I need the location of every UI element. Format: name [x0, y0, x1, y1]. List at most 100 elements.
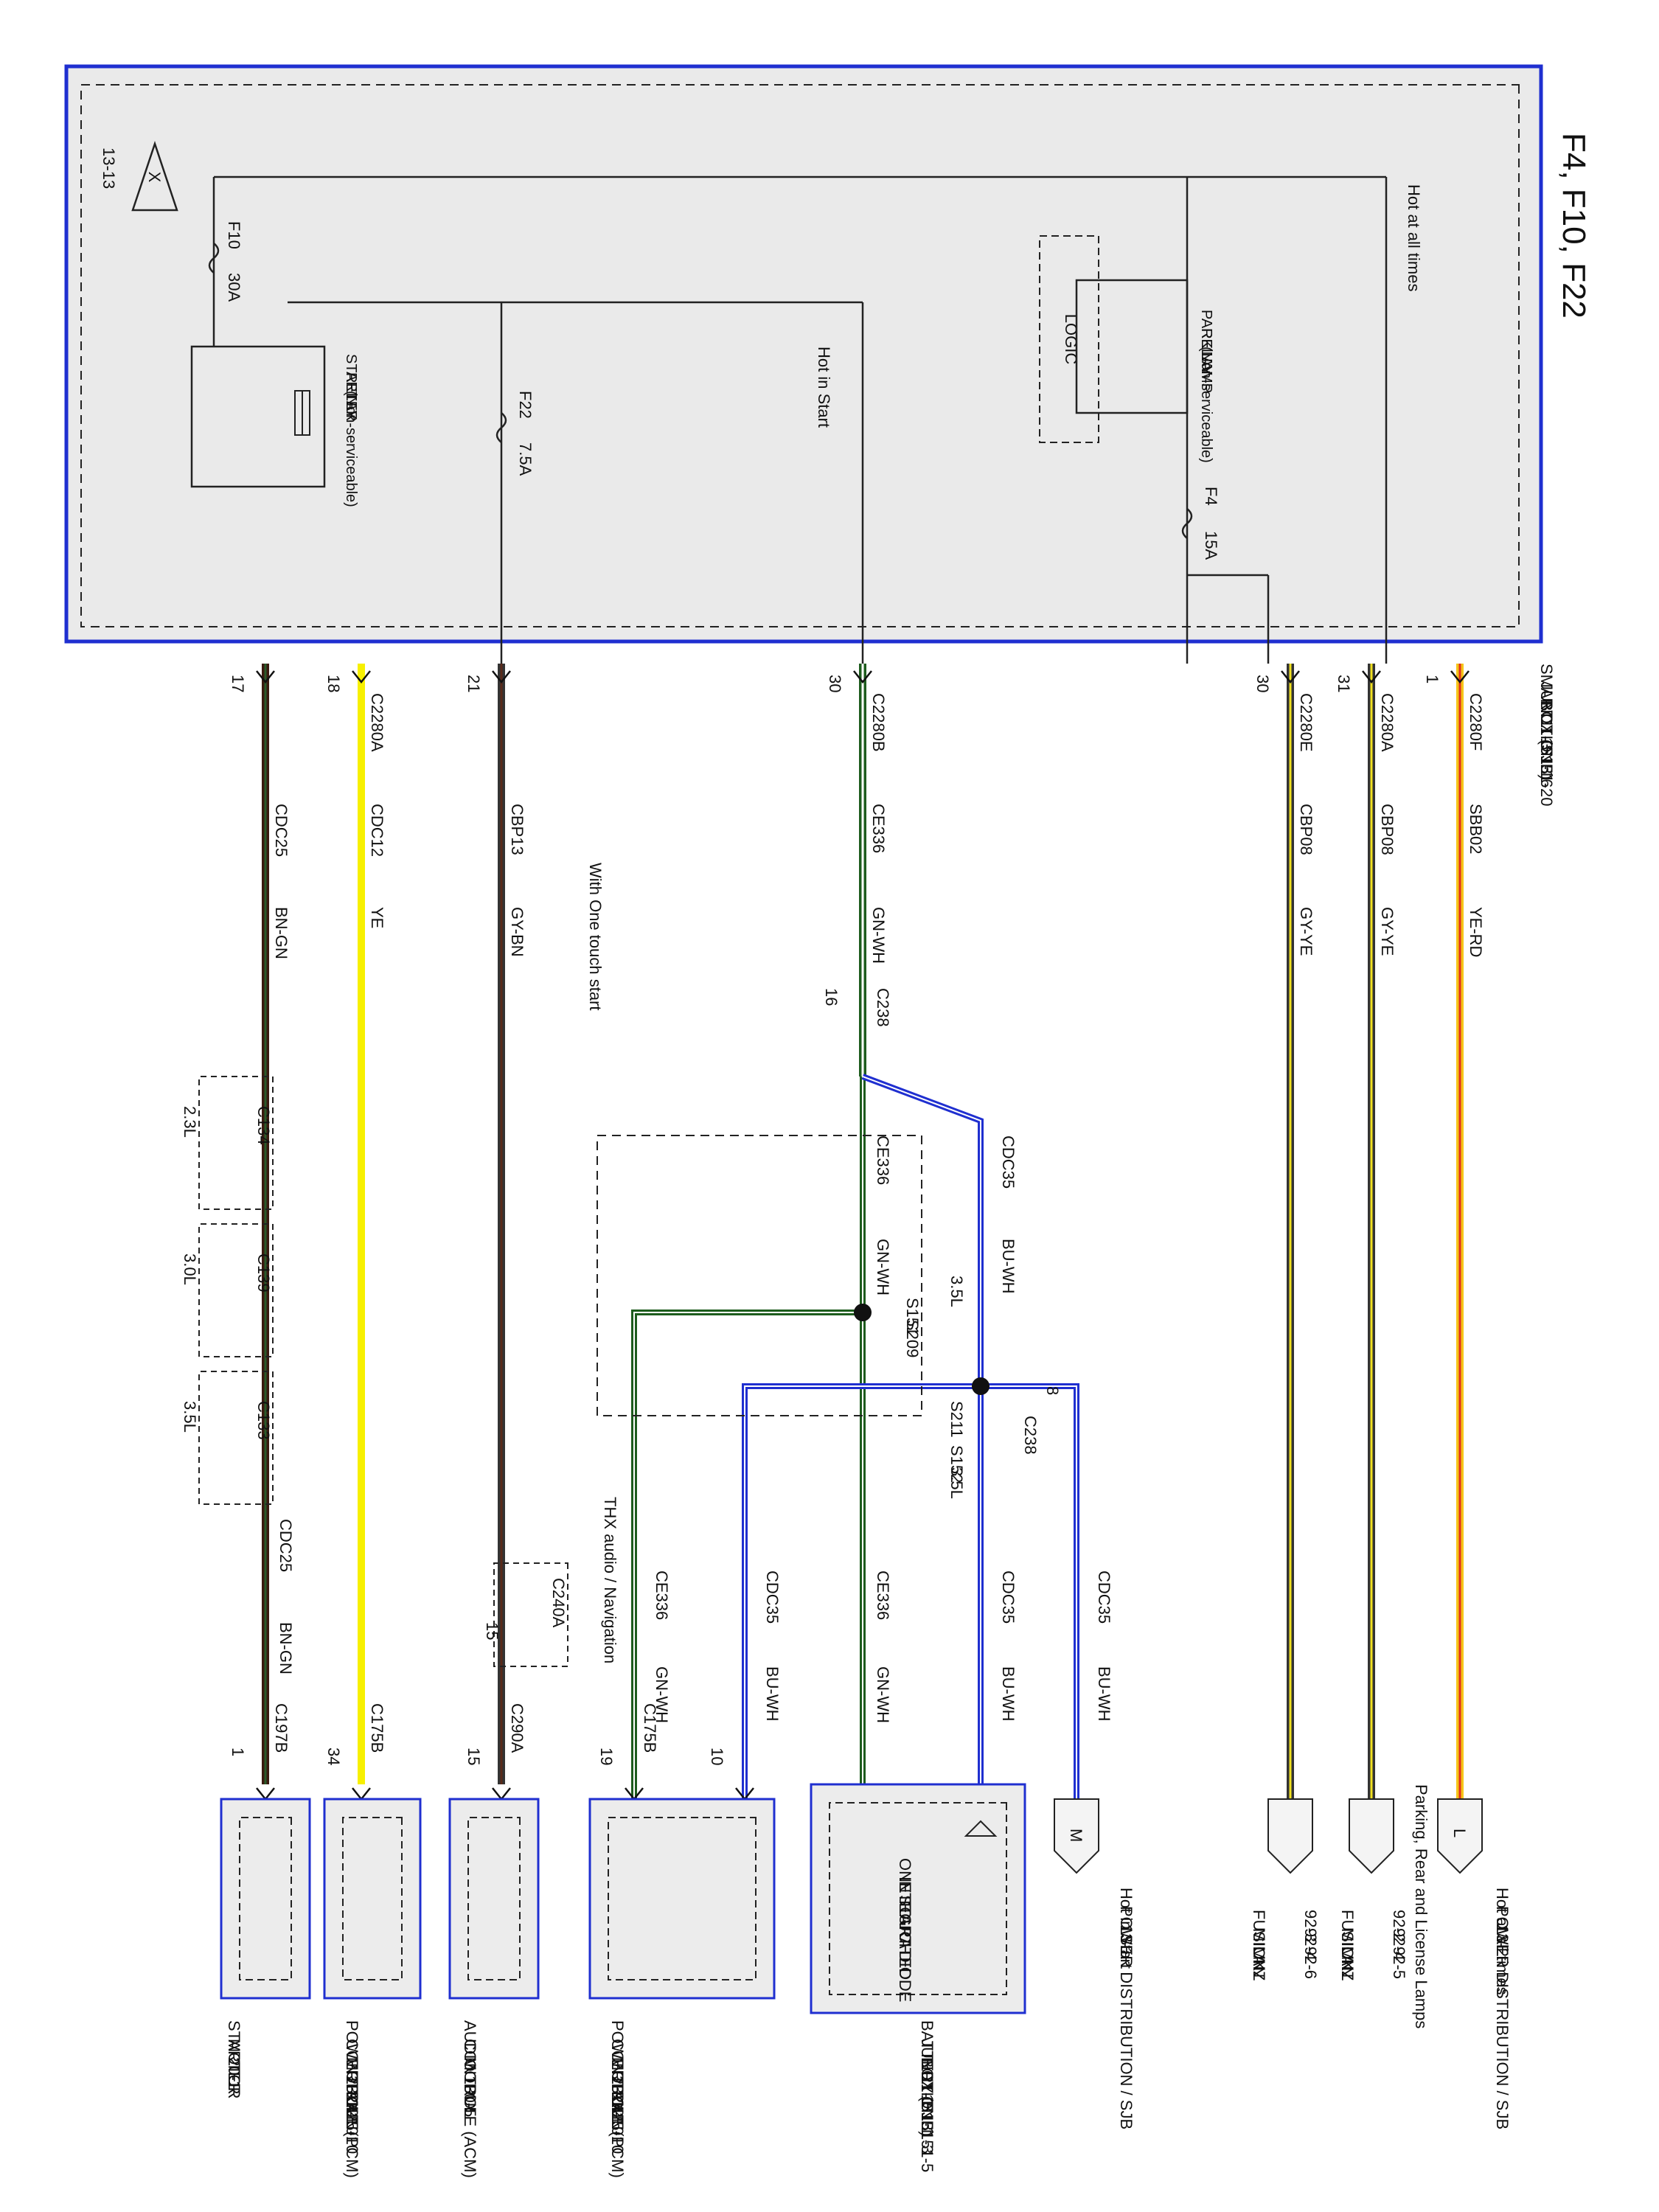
pin-number: 30	[826, 675, 844, 692]
pcm-box-1-inner	[342, 1817, 403, 1980]
c139-box	[198, 1223, 274, 1357]
lamp-models-a-line-2: MILAN	[1338, 1928, 1357, 1978]
v35a-label: 3.5L	[947, 1276, 966, 1307]
sjb-frame	[64, 64, 1543, 644]
acm-box	[448, 1798, 540, 2000]
pcm-1-line-2: CONTROL	[343, 2039, 361, 2118]
circuit-label: CDC12	[368, 804, 386, 857]
park-relay-line-1: PARK LAMP	[1198, 310, 1214, 393]
starter-relay-line-2: RELAY	[343, 372, 359, 420]
starter-relay	[190, 345, 326, 488]
s152-label: S152	[947, 1445, 966, 1483]
splice-s209	[854, 1304, 872, 1321]
l-label-line-3: 13-2	[1493, 1924, 1512, 1957]
start-diode-line-1: ONE TOUCH	[896, 1858, 914, 1955]
lamp-pointer-2-icon	[1267, 1798, 1313, 1874]
park-relay-line-3: (Non-serviceable)	[1198, 347, 1214, 463]
connector-arrow-icon	[256, 1787, 275, 1801]
pin-number: 21	[465, 675, 483, 692]
fuse-f22-icon	[495, 412, 507, 443]
bjb-line-4: 11-1	[918, 2076, 936, 2107]
acm-line-3: MODULE (ACM)	[461, 2057, 479, 2178]
m-pointer-icon	[1054, 1798, 1099, 1874]
pcm-2-line-5: 24-10	[608, 2094, 627, 2135]
l-label-line-1: Hot at all times	[1493, 1888, 1512, 1995]
svg-text:151-20: 151-20	[1537, 756, 1556, 807]
start-diode-line-2: INTEGRATED	[896, 1877, 914, 1980]
lamp-codes-b-line-1: 92-3	[1301, 1910, 1320, 1942]
page-title: F4, F10, F22	[1556, 133, 1592, 319]
lamp-models-b-line-1: FUSION	[1250, 1910, 1268, 1971]
diagram-root: X 13-13 Hot at all times F10 30A STARTER…	[64, 64, 1556, 2178]
ce336-label-2: CE336	[874, 1571, 892, 1620]
wire-color-label: YE-RD	[1467, 907, 1485, 957]
fuse-f4-rating: 15A	[1202, 531, 1220, 560]
fuse-f22-rating: 7.5A	[516, 442, 535, 476]
circuit-label: CBP08	[1378, 804, 1397, 855]
m-label-line-3: 13-1	[1117, 1924, 1135, 1957]
s211-label: S211	[947, 1401, 966, 1438]
m-label-line-2: POWER DISTRIBUTION / SJB	[1117, 1906, 1135, 2129]
connector-arrow-icon	[1362, 670, 1381, 684]
pcm-1-line-6: 25-10	[343, 2112, 361, 2154]
svg-text:11-3: 11-3	[1537, 719, 1556, 750]
bu-wh-label-2: BU-WH	[1095, 1666, 1113, 1722]
cdc35-label-3: CDC35	[999, 1571, 1018, 1624]
bjb-line-2: JUNCTION	[918, 2039, 936, 2121]
bjb-line-7: 151-5	[918, 2131, 936, 2172]
gn-wh-label-3: GN-WH	[653, 1666, 671, 1723]
pin-number: 18	[324, 675, 343, 692]
wire-cdc35-branch-m-stripe	[981, 1385, 1077, 1799]
lamp-codes-a-line-2: 92-4	[1390, 1928, 1408, 1961]
c240a-box	[493, 1562, 568, 1667]
connector-label: C2280B	[869, 693, 888, 752]
gn-wh-label-1: GN-WH	[874, 1239, 892, 1295]
pcm-1-line-4: 23-12	[343, 2076, 361, 2117]
circuit-label: SBB02	[1467, 804, 1485, 855]
circuit-label: CE336	[869, 804, 888, 853]
l-pointer-icon	[1437, 1798, 1483, 1874]
relay-coil-icon	[294, 390, 310, 436]
lamp-codes-a-line-1: 92-2	[1390, 1910, 1408, 1942]
svg-text:BOX (SJB): BOX (SJB)	[1537, 700, 1556, 780]
bu-wh-label-3: BU-WH	[999, 1666, 1018, 1722]
bjb-box	[810, 1783, 1026, 2014]
bottom-connector-label: C197B	[272, 1703, 291, 1753]
connector-arrow-icon	[1450, 670, 1470, 684]
lamp-models-a-line-1: FUSION	[1338, 1910, 1357, 1971]
wire-ce336-branch-pcm-stripe	[633, 1312, 863, 1799]
m-label-line-1: Hot in Start	[1117, 1888, 1135, 1969]
v30-label: 3.0L	[181, 1253, 199, 1285]
bjb-line-5: 151-1	[918, 2094, 936, 2135]
wire-cdc35-branch-pcm-stripe	[744, 1385, 981, 1799]
l-pointer-icon-letter: L	[1450, 1829, 1469, 1837]
pcm-1-line-3: MODULE (PCM)	[343, 2057, 361, 2178]
pcm-2-line-1: POWERTRAIN	[608, 2020, 627, 2130]
pin-number: 31	[1335, 675, 1353, 692]
wire-color-label: GY-YE	[1378, 907, 1397, 956]
c240a-pin: 15	[483, 1622, 501, 1640]
fuse-f10-icon	[208, 243, 220, 274]
wire-color-label: YE	[368, 907, 386, 928]
pcm-1-line-1: POWERTRAIN	[343, 2020, 361, 2130]
connector-arrow-icon	[352, 1787, 371, 1801]
fuse-f10-name: F10	[225, 221, 243, 249]
v35-label: 3.5L	[181, 1401, 199, 1433]
wire-color-label: GY-YE	[1297, 907, 1315, 956]
diode-icon	[964, 1820, 998, 1837]
lamp-models-a-line-3: MKZ	[1338, 1947, 1357, 1980]
starter-motor-box-inner	[239, 1817, 292, 1980]
cdc35-label-1: CDC35	[999, 1135, 1018, 1189]
connector-arrow-icon	[256, 670, 275, 684]
bu-wh-label-1: BU-WH	[999, 1239, 1018, 1294]
c139-label: C139	[254, 1253, 273, 1293]
pcm-2-line-4: 23-12	[608, 2076, 627, 2117]
c238-right-pin: 8	[1043, 1386, 1062, 1395]
v35b-label: 3.5L	[947, 1467, 966, 1499]
starter-motor-line-1: STARTER	[225, 2020, 243, 2095]
connector-label: C2280A	[1378, 693, 1397, 752]
connector-arrow-icon	[492, 1787, 511, 1801]
connector-arrow-icon	[352, 670, 371, 684]
bottom-pin-number: 15	[465, 1747, 483, 1765]
svg-text:151-16: 151-16	[1537, 737, 1556, 788]
